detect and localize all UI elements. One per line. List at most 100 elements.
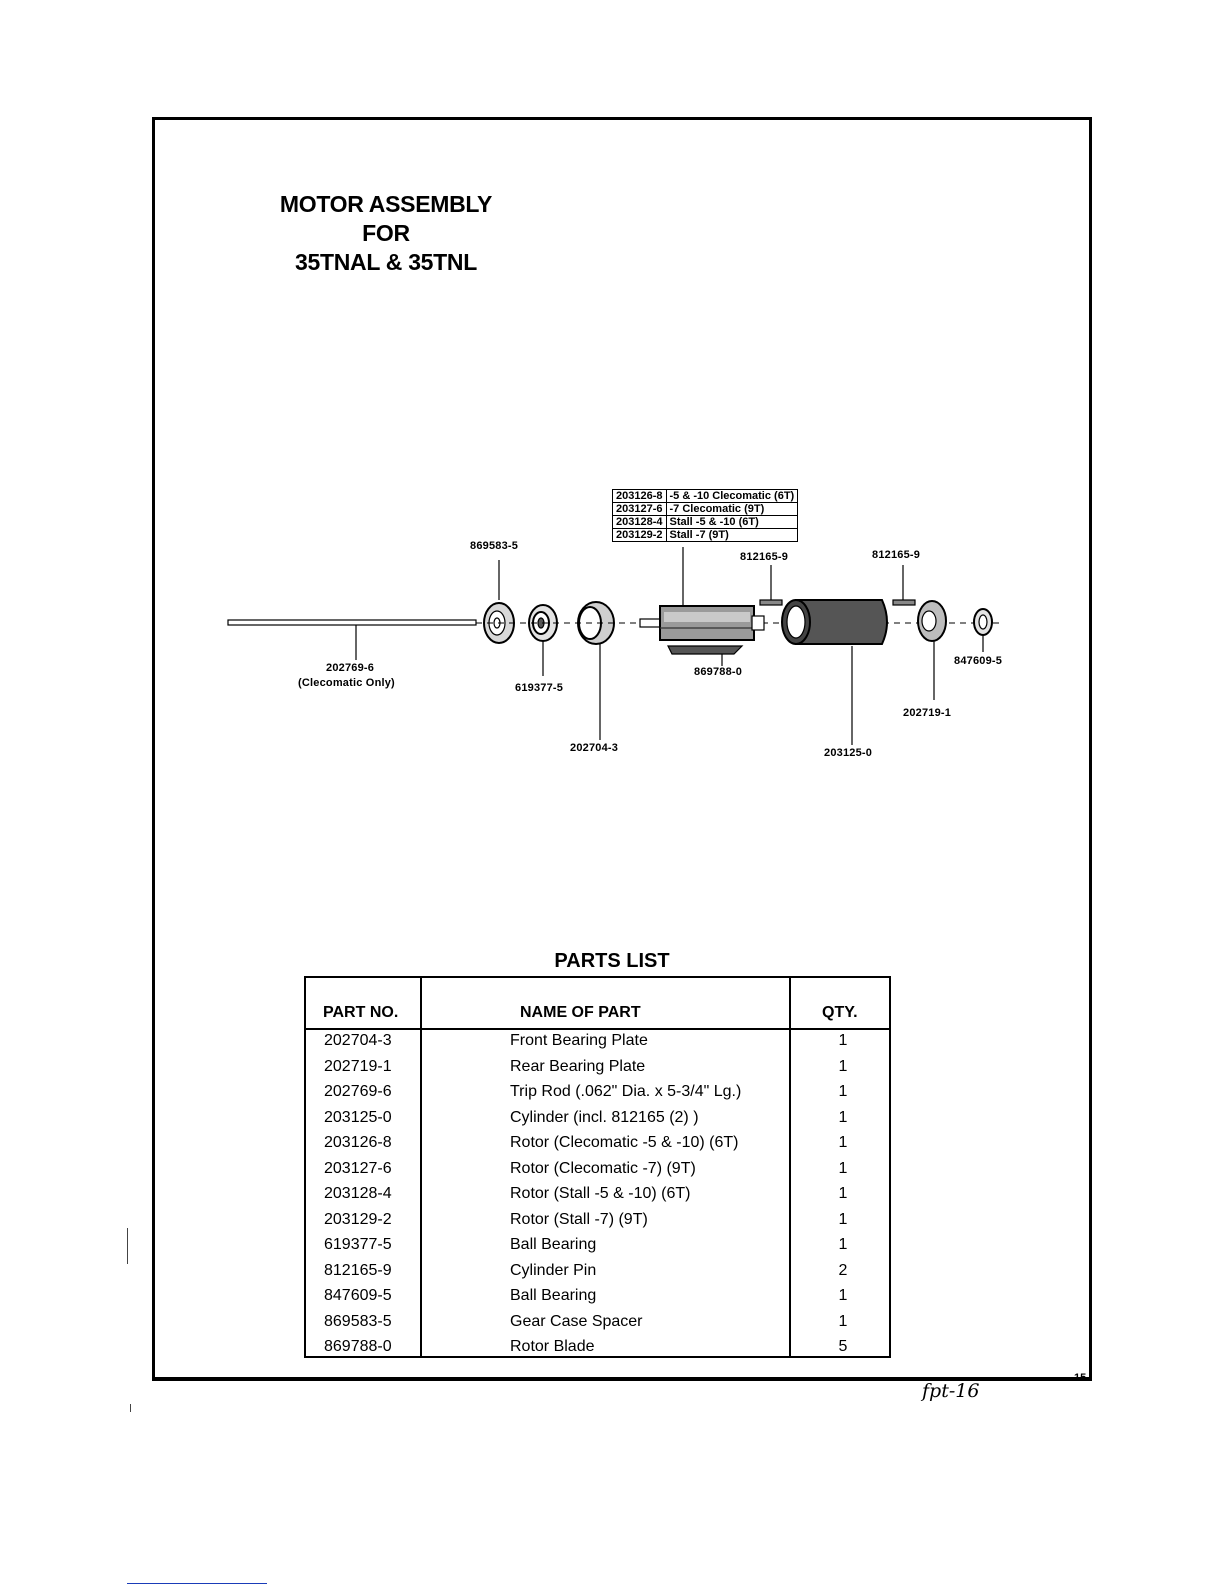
table-row: 619377-5 Ball Bearing 1 (304, 1236, 891, 1261)
cell-name: Cylinder Pin (510, 1261, 597, 1279)
page-title: MOTOR ASSEMBLY FOR 35TNAL & 35TNL (268, 190, 504, 277)
rotor-body (659, 605, 755, 641)
cell-qty: 1 (838, 1032, 848, 1049)
rotor-option-row: 203126-8 -5 & -10 Clecomatic (6T) (612, 489, 799, 503)
table-row: 202719-1 Rear Bearing Plate 1 (304, 1058, 891, 1083)
cell-qty: 1 (838, 1287, 848, 1304)
rotor-option-desc: -7 Clecomatic (9T) (665, 502, 799, 516)
cell-name: Rotor (Stall -5 & -10) (6T) (510, 1185, 691, 1202)
callout-203125: 203125-0 (824, 747, 873, 759)
table-row: 869583-5 Gear Case Spacer 1 (304, 1313, 891, 1338)
cell-part-no: 203128-4 (324, 1185, 392, 1202)
margin-mark (127, 1228, 128, 1264)
cell-part-no: 869788-0 (324, 1338, 392, 1355)
table-row: 847609-5 Ball Bearing 1 (304, 1287, 891, 1312)
cell-part-no: 202719-1 (324, 1057, 392, 1075)
callout-202719: 202719-1 (903, 707, 952, 719)
cell-qty: 1 (838, 1108, 848, 1126)
cell-name: Gear Case Spacer (510, 1312, 643, 1330)
bottom-rule (127, 1583, 267, 1584)
cell-qty: 1 (838, 1134, 848, 1151)
cell-qty: 1 (838, 1159, 848, 1177)
column-divider (420, 978, 422, 1356)
cell-qty: 5 (838, 1338, 848, 1355)
cell-part-no: 203127-6 (324, 1159, 392, 1177)
cell-qty: 1 (838, 1185, 848, 1202)
cell-part-no: 619377-5 (324, 1236, 392, 1253)
rotor-option-part: 203127-6 (612, 502, 667, 516)
table-row: 203129-2 Rotor (Stall -7) (9T) 1 (304, 1211, 891, 1236)
cell-qty: 1 (838, 1210, 848, 1228)
header-divider (304, 1028, 891, 1030)
page-border (152, 117, 1092, 1381)
title-line-3: 35TNAL & 35TNL (295, 249, 477, 275)
rotor-option-row: 203128-4 Stall -5 & -10 (6T) (612, 515, 799, 529)
header-qty: QTY. (822, 1004, 858, 1021)
cell-part-no: 847609-5 (324, 1287, 392, 1304)
cell-part-no: 203126-8 (324, 1134, 392, 1151)
cell-name: Front Bearing Plate (510, 1032, 648, 1049)
rotor-option-row: 203127-6 -7 Clecomatic (9T) (612, 502, 799, 516)
column-divider (789, 978, 791, 1356)
table-row: 202769-6 Trip Rod (.062" Dia. x 5-3/4" Lg… (304, 1083, 891, 1108)
margin-mark (130, 1404, 131, 1412)
page-number: 15 (1074, 1372, 1087, 1384)
callout-202704: 202704-3 (570, 742, 619, 754)
cylinder (795, 599, 888, 645)
rotor-option-part: 203129-2 (612, 528, 667, 542)
callout-869788: 869788-0 (694, 666, 743, 678)
cylinder-pin-a (759, 599, 783, 606)
cell-part-no: 203125-0 (324, 1108, 392, 1126)
callout-202769-note: (Clecomatic Only) (298, 677, 395, 689)
title-line-2: FOR (362, 220, 410, 246)
rotor-option-row: 203129-2 Stall -7 (9T) (612, 528, 799, 542)
cell-qty: 1 (838, 1083, 848, 1100)
parts-list-table (304, 976, 891, 1358)
cell-part-no: 812165-9 (324, 1261, 392, 1279)
table-row: 203125-0 Cylinder (incl. 812165 (2) ) 1 (304, 1109, 891, 1134)
cell-qty: 2 (838, 1261, 848, 1279)
rotor-option-desc: Stall -5 & -10 (6T) (665, 515, 799, 529)
rotor-shaft (639, 618, 663, 628)
header-part-no: PART NO. (323, 1004, 399, 1021)
cell-name: Rear Bearing Plate (510, 1057, 646, 1075)
table-row: 203126-8 Rotor (Clecomatic -5 & -10) (6T)… (304, 1134, 891, 1159)
cell-part-no: 203129-2 (324, 1210, 392, 1228)
cell-name: Rotor (Stall -7) (9T) (510, 1210, 648, 1228)
table-row: 202704-3 Front Bearing Plate 1 (304, 1032, 891, 1057)
cylinder-pin-b (892, 599, 916, 606)
cell-part-no: 869583-5 (324, 1312, 392, 1330)
cell-name: Cylinder (incl. 812165 (2) ) (510, 1108, 699, 1126)
handwritten-note: fpt-16 (922, 1380, 980, 1402)
table-row: 869788-0 Rotor Blade 5 (304, 1338, 891, 1363)
cell-part-no: 202704-3 (324, 1032, 392, 1049)
cell-name: Trip Rod (.062" Dia. x 5-3/4" Lg.) (510, 1083, 742, 1100)
cell-name: Rotor (Clecomatic -5 & -10) (6T) (510, 1134, 739, 1151)
trip-rod (227, 619, 477, 626)
cell-qty: 1 (838, 1312, 848, 1330)
cell-name: Ball Bearing (510, 1287, 597, 1304)
cell-qty: 1 (838, 1236, 848, 1253)
rotor-option-desc: -5 & -10 Clecomatic (6T) (665, 489, 799, 503)
rotor-blade (667, 645, 744, 655)
callout-869583: 869583-5 (470, 540, 519, 552)
rotor-option-part: 203128-4 (612, 515, 667, 529)
callout-812165-b: 812165-9 (872, 549, 921, 561)
header-name: NAME OF PART (520, 1004, 641, 1021)
callout-619377: 619377-5 (515, 682, 564, 694)
rotor-option-part: 203126-8 (612, 489, 667, 503)
rotor-options-table: 203126-8 -5 & -10 Clecomatic (6T) 203127… (612, 489, 799, 542)
cell-qty: 1 (838, 1057, 848, 1075)
parts-list-title: PARTS LIST (554, 950, 670, 972)
callout-812165-a: 812165-9 (740, 551, 789, 563)
table-row: 203128-4 Rotor (Stall -5 & -10) (6T) 1 (304, 1185, 891, 1210)
cell-part-no: 202769-6 (324, 1083, 392, 1100)
rotor-option-desc: Stall -7 (9T) (665, 528, 799, 542)
cell-name: Rotor Blade (510, 1338, 595, 1355)
title-line-1: MOTOR ASSEMBLY (279, 191, 493, 217)
table-row: 812165-9 Cylinder Pin 2 (304, 1262, 891, 1287)
cell-name: Ball Bearing (510, 1236, 597, 1253)
callout-847609: 847609-5 (954, 655, 1003, 667)
callout-202769: 202769-6 (326, 662, 375, 674)
